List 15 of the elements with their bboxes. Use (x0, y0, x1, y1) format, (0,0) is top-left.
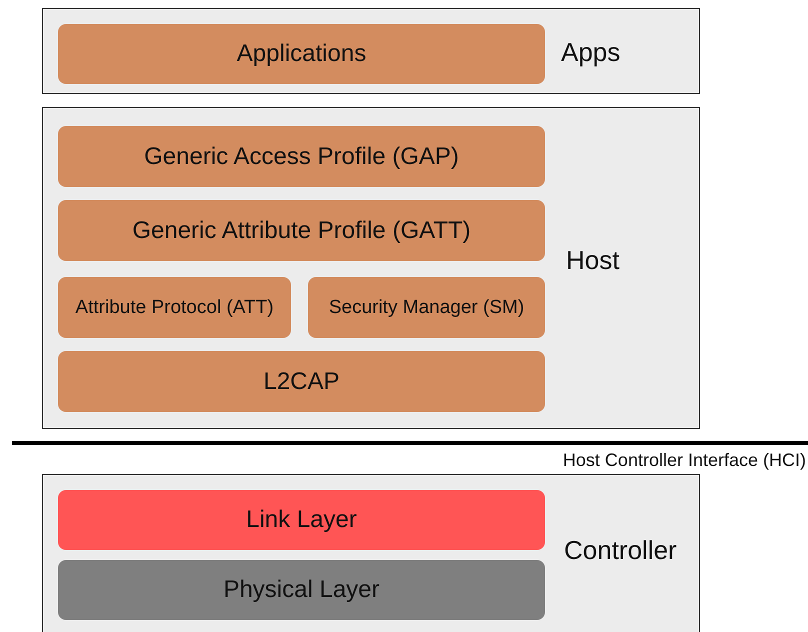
layer-box: Generic Attribute Profile (GATT) (58, 200, 545, 261)
layer-box: Security Manager (SM) (308, 277, 545, 338)
stack-panel (42, 474, 700, 632)
layer-box: Generic Access Profile (GAP) (58, 126, 545, 187)
layer-box: Physical Layer (58, 560, 545, 620)
layer-box: Attribute Protocol (ATT) (58, 277, 291, 338)
stack-panel (42, 8, 700, 94)
interface-label: Host Controller Interface (HCI) (562, 450, 806, 471)
panel-title: Apps (561, 37, 620, 68)
layer-box: Applications (58, 24, 545, 84)
layer-box: Link Layer (58, 490, 545, 550)
panel-title: Host (566, 245, 620, 276)
stack-panel (42, 107, 700, 429)
panel-title: Controller (564, 535, 677, 566)
layer-box: L2CAP (58, 351, 545, 412)
